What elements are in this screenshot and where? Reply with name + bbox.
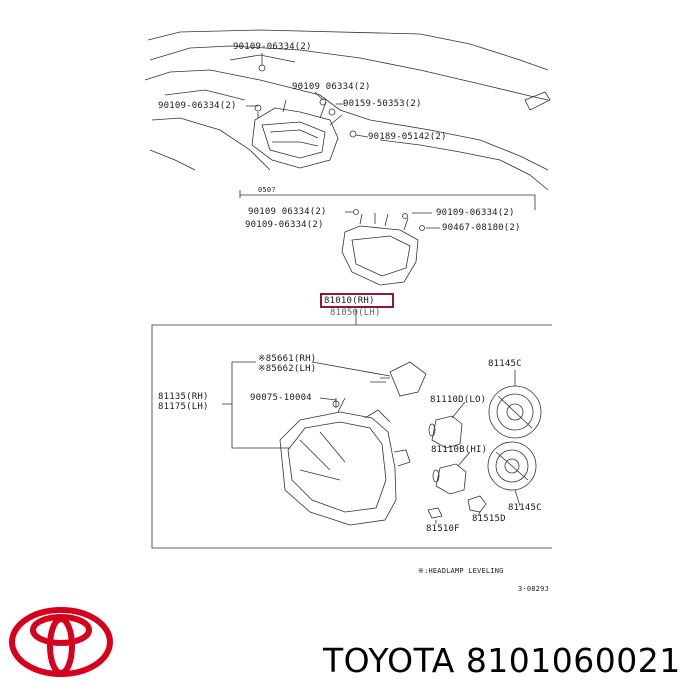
brand-part-title: TOYOTA 8101060021 — [323, 641, 681, 680]
headlamp-assembly-drawing — [341, 209, 440, 286]
bulb-small-drawing — [427, 495, 487, 519]
callout-90075-10004: 90075-10004 — [250, 393, 312, 403]
headlamp-installed-drawing — [251, 64, 357, 169]
callout-81175: 81175(LH) — [158, 402, 209, 412]
leveling-actuator-drawing — [370, 361, 427, 397]
mid-label: 050? — [258, 186, 276, 194]
callout-81145c-upper: 81145C — [488, 359, 522, 369]
callout-90189-05142: 90189-05142(2) — [368, 132, 447, 142]
headlamp-detail-drawing — [279, 397, 411, 526]
bulb-lo-drawing — [428, 415, 463, 449]
callout-90109-06334-b: 90109 06334(2) — [292, 82, 371, 92]
bulb-hi-drawing — [432, 463, 467, 495]
callout-81145c-lower: 81145C — [508, 503, 542, 513]
callout-81135: 81135(RH) — [158, 392, 209, 402]
callout-81110d: 81110D(LO) — [430, 395, 487, 405]
callout-85662: ※85662(LH) — [258, 364, 317, 374]
callout-90109-06334-a: 90109-06334(2) — [233, 42, 312, 52]
mid-bracket — [239, 190, 536, 210]
cap-upper-drawing — [488, 385, 542, 439]
footnote: ※:HEADLAMP LEVELING — [418, 567, 504, 575]
detail-leader-lines — [222, 361, 521, 524]
callout-mid-90109-06334-b: 90109-06334(2) — [245, 220, 324, 230]
callout-85661: ※85661(RH) — [258, 354, 317, 364]
callout-mid-90109-06334-a: 90109 06334(2) — [248, 207, 327, 217]
callout-90109-06334-c: 90109-06334(2) — [158, 101, 237, 111]
highlighted-part-box — [320, 293, 394, 308]
car-front-drawing — [144, 29, 551, 191]
top-leader-lines — [246, 53, 369, 138]
callout-90467-08180: 90467-08180(2) — [442, 223, 521, 233]
main-part-number: 81010(RH) — [324, 296, 375, 306]
callout-90159-50353: 90159-50353(2) — [343, 99, 422, 109]
detail-frame — [151, 324, 552, 549]
callout-mid-90109-06334-c: 90109-06334(2) — [436, 208, 515, 218]
figure-code: 3·0829J — [518, 585, 549, 593]
main-part-number-alt: 81050(LH) — [330, 308, 381, 318]
toyota-logo-icon — [9, 607, 113, 677]
callout-81515d: 81515D — [472, 514, 506, 524]
callout-81510f: 81510F — [426, 524, 460, 534]
callout-81110b: 81110B(HI) — [431, 445, 488, 455]
cap-lower-drawing — [487, 441, 537, 491]
